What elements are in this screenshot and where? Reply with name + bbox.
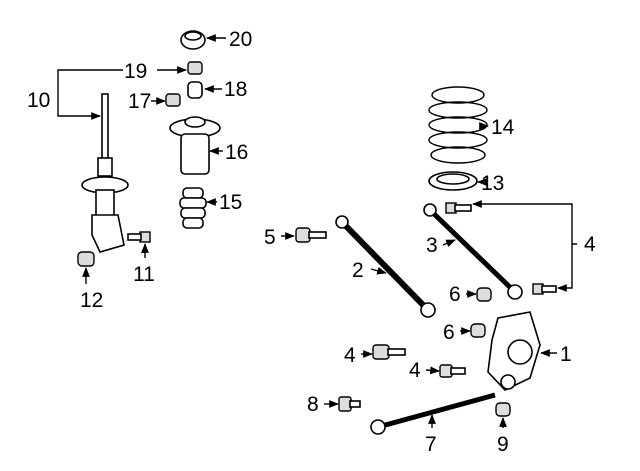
nut-12[interactable] [77,251,95,267]
bolt-5[interactable] [295,227,327,243]
callout-5: 5 [264,226,276,249]
callout-16: 16 [225,141,248,164]
callout-11: 11 [133,263,155,286]
callout-19: 19 [124,60,147,83]
callout-4-mid: 4 [409,359,421,382]
callout-4-left: 4 [344,344,356,367]
nut-17[interactable] [165,93,181,107]
knuckle-1[interactable] [487,311,541,391]
nut-6-upper[interactable] [476,287,492,302]
callout-1: 1 [560,343,572,366]
callout-14: 14 [491,116,515,139]
coil-spring-14[interactable] [428,86,488,164]
callout-10: 10 [27,89,50,112]
callout-9: 9 [497,433,509,456]
nut-19[interactable] [187,61,203,75]
callout-13: 13 [481,172,504,195]
bolt-8[interactable] [338,396,361,412]
bolt-4-mid[interactable] [439,364,466,378]
bump-cap-20[interactable] [180,30,206,50]
bolt-4-upper[interactable] [445,202,472,214]
toe-link-7[interactable] [370,392,496,435]
bolt-11[interactable] [127,231,151,243]
strut-mount-16[interactable] [169,116,221,175]
leader-lines [57,34,577,428]
callout-2: 2 [352,259,364,282]
bump-stop-15[interactable] [179,187,207,229]
callout-labels: 20 19 18 17 10 16 15 11 12 14 13 4 3 5 2… [27,28,596,456]
bushing-18[interactable] [187,81,203,99]
callout-18: 18 [224,78,247,101]
callout-7: 7 [425,433,437,456]
nut-9[interactable] [495,402,511,417]
callout-20: 20 [229,28,252,51]
callout-8: 8 [307,393,319,416]
callout-12: 12 [80,289,103,312]
callout-3: 3 [426,234,438,257]
strut-10[interactable] [81,93,129,253]
lateral-link-3[interactable] [423,203,523,300]
spring-insulator-13[interactable] [428,171,478,191]
callout-17: 17 [128,90,151,113]
control-arm-2[interactable] [335,215,436,318]
nut-6-lower[interactable] [470,323,486,338]
callout-4-right: 4 [584,233,596,256]
bolt-4-right[interactable] [532,283,557,295]
callout-6-lower: 6 [443,321,455,344]
bolt-4-left[interactable] [372,344,406,360]
callout-15: 15 [219,191,242,214]
callout-6-upper: 6 [449,283,461,306]
